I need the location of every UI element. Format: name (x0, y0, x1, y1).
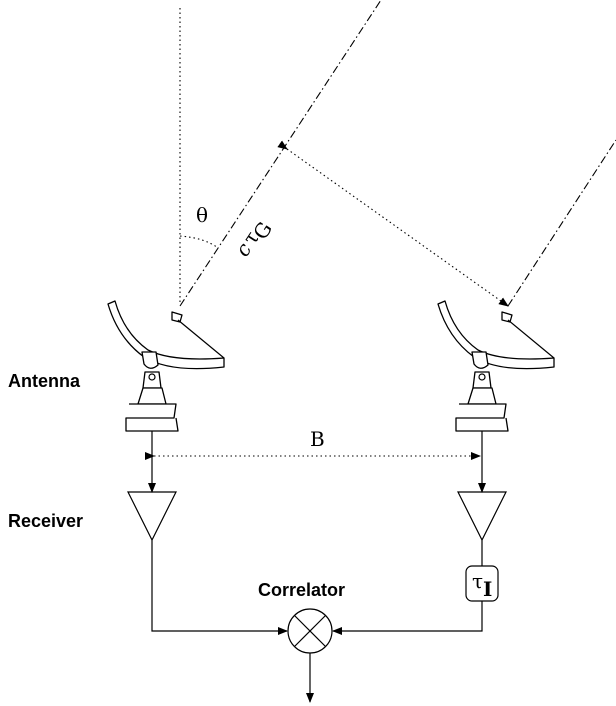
instrumental-delay-box: τ I (465, 565, 499, 602)
correlator-label: Correlator (258, 580, 345, 600)
antenna-label: Antenna (8, 371, 81, 391)
correlator-multiplier-icon (287, 608, 333, 654)
geometric-delay-label: c τ G (230, 217, 277, 260)
signal-ray-right (507, 139, 616, 307)
antenna-right (437, 300, 555, 432)
antenna-left (107, 300, 225, 432)
receiver-label: Receiver (8, 511, 83, 531)
svg-text:I: I (483, 577, 492, 601)
dish-icon (437, 300, 555, 370)
theta-label: θ (196, 203, 208, 227)
signal-path-right (332, 601, 483, 635)
receiver-left-icon (127, 491, 177, 542)
wavefront-line (277, 140, 509, 307)
signal-ray-left (179, 0, 382, 307)
theta-arc (179, 235, 219, 249)
receiver-right-icon (457, 491, 507, 542)
signal-path-left (151, 540, 288, 635)
dish-icon (107, 300, 225, 370)
svg-text:τ: τ (472, 569, 483, 593)
baseline-label: B (310, 427, 325, 451)
